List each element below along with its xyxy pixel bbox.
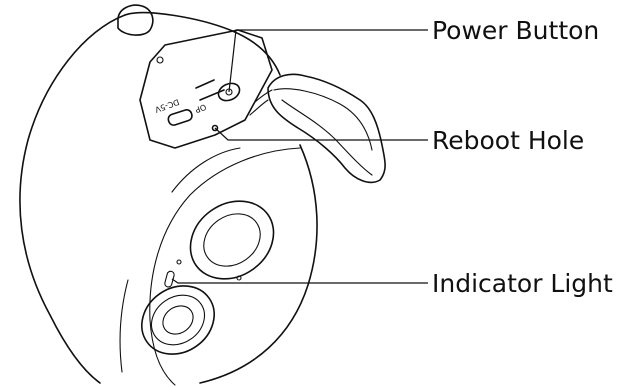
leader-power-button <box>228 29 428 93</box>
camera-body <box>19 4 318 386</box>
callout-power-button: Power Button <box>432 16 600 45</box>
indicator-light-shape <box>164 270 175 288</box>
port-label-dc: DC-5V <box>153 97 180 114</box>
port-panel: DC-5V OP <box>139 29 273 149</box>
callout-indicator-light: Indicator Light <box>432 269 613 298</box>
leader-reboot-hole <box>214 127 428 141</box>
lens-upper <box>189 200 275 280</box>
port-label-op: OP <box>194 102 208 114</box>
callout-reboot-hole: Reboot Hole <box>432 126 585 155</box>
lens-lower <box>141 285 215 355</box>
reboot-hole-shape <box>211 124 219 132</box>
leader-indicator-light <box>171 278 428 284</box>
rubber-flap <box>249 73 386 184</box>
